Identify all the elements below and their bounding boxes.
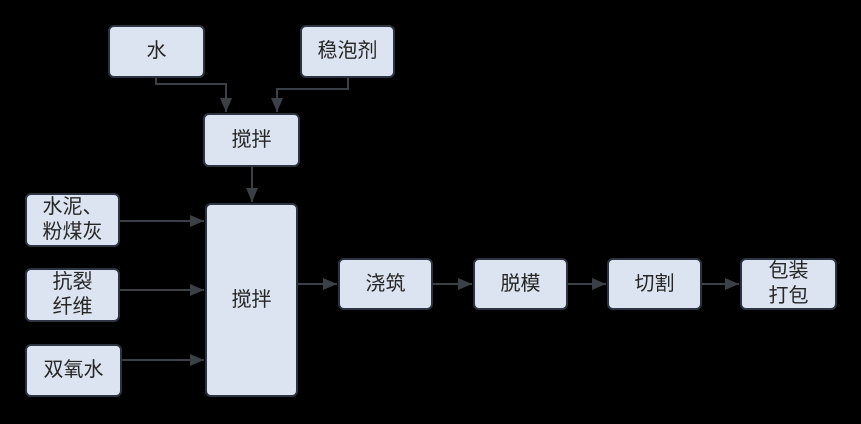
node-water: 水 xyxy=(108,25,205,78)
node-cement-fly-ash: 水泥、 粉煤灰 xyxy=(25,193,120,247)
edge-water-to-mix-1 xyxy=(155,78,232,112)
node-pouring: 浇筑 xyxy=(338,258,433,310)
node-mix-1: 搅拌 xyxy=(203,113,300,167)
node-cutting: 切割 xyxy=(607,258,702,310)
node-demolding: 脱模 xyxy=(473,258,568,310)
edge-foam-stabilizer-to-mix-1 xyxy=(271,78,349,112)
node-anti-crack-fiber: 抗裂 纤维 xyxy=(25,268,120,322)
node-hydrogen-peroxide: 双氧水 xyxy=(25,344,122,397)
node-packing: 包装 打包 xyxy=(740,258,837,310)
node-foam-stabilizer: 稳泡剂 xyxy=(300,25,395,78)
node-mix-2: 搅拌 xyxy=(205,203,298,397)
